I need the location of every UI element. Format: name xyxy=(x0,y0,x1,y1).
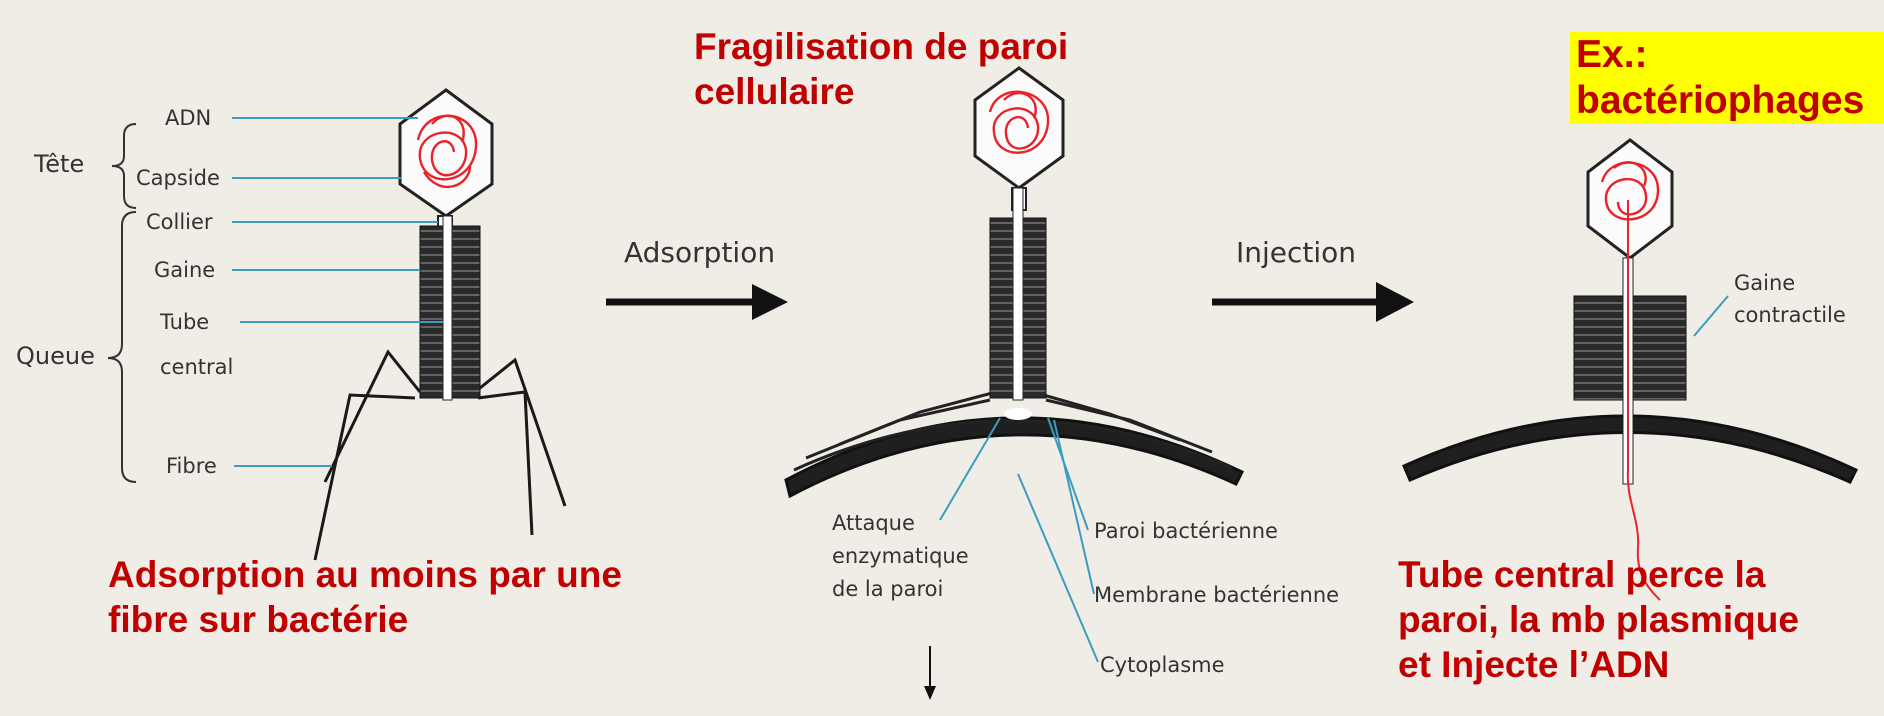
label-adn: ADN xyxy=(165,106,211,130)
head-brace xyxy=(112,124,136,208)
adsorption-arrow: Adsorption xyxy=(606,236,788,320)
label-tube: Tube xyxy=(159,310,209,334)
label-fibre: Fibre xyxy=(166,454,217,478)
tail-brace xyxy=(108,212,136,482)
label-capside: Capside xyxy=(136,166,220,190)
leader-gaine-contractile xyxy=(1694,296,1728,336)
label-gaine: Gaine xyxy=(154,258,215,282)
label-gaine-contractile-1: Gaine xyxy=(1734,271,1795,295)
label-attaque: Attaque xyxy=(832,511,915,535)
phage-structure: Tête Queue ADN Capside Collier Gaine Tub… xyxy=(16,90,565,560)
label-cytoplasme: Cytoplasme xyxy=(1100,653,1225,677)
central-tube xyxy=(443,216,452,400)
label-injection: Injection xyxy=(1236,236,1356,269)
label-adsorption: Adsorption xyxy=(624,236,775,269)
annotation-injection-line-2: paroi, la mb plasmique xyxy=(1398,597,1799,642)
annotation-fragilisation: Fragilisation de paroi cellulaire xyxy=(694,24,1204,114)
annotation-adsorption: Adsorption au moins par une fibre sur ba… xyxy=(108,552,638,642)
label-gaine-contractile-2: contractile xyxy=(1734,303,1846,327)
leader-lines-2 xyxy=(940,418,1098,662)
annotation-example-badge: Ex.: bactériophages xyxy=(1570,32,1884,124)
capsid-3 xyxy=(1588,140,1672,258)
annotation-injection-line-1: Tube central perce la xyxy=(1398,552,1765,597)
label-central: central xyxy=(160,355,233,379)
label-de-la-paroi: de la paroi xyxy=(832,577,943,601)
label-enzymatique: enzymatique xyxy=(832,544,969,568)
label-membrane-bacterienne: Membrane bactérienne xyxy=(1094,583,1339,607)
phage-injecting: Gaine contractile xyxy=(1404,140,1856,600)
label-collier: Collier xyxy=(146,210,213,234)
capsid xyxy=(400,90,492,216)
annotation-injection-line-3: et Injecte l’ADN xyxy=(1398,642,1669,687)
label-tete: Tête xyxy=(33,150,84,178)
bacterial-wall xyxy=(786,418,1242,496)
label-queue: Queue xyxy=(16,342,95,370)
injection-arrow: Injection xyxy=(1212,236,1414,322)
phage-adsorbed: Attaque enzymatique de la paroi Paroi ba… xyxy=(786,68,1339,700)
label-paroi-bacterienne: Paroi bactérienne xyxy=(1094,519,1278,543)
